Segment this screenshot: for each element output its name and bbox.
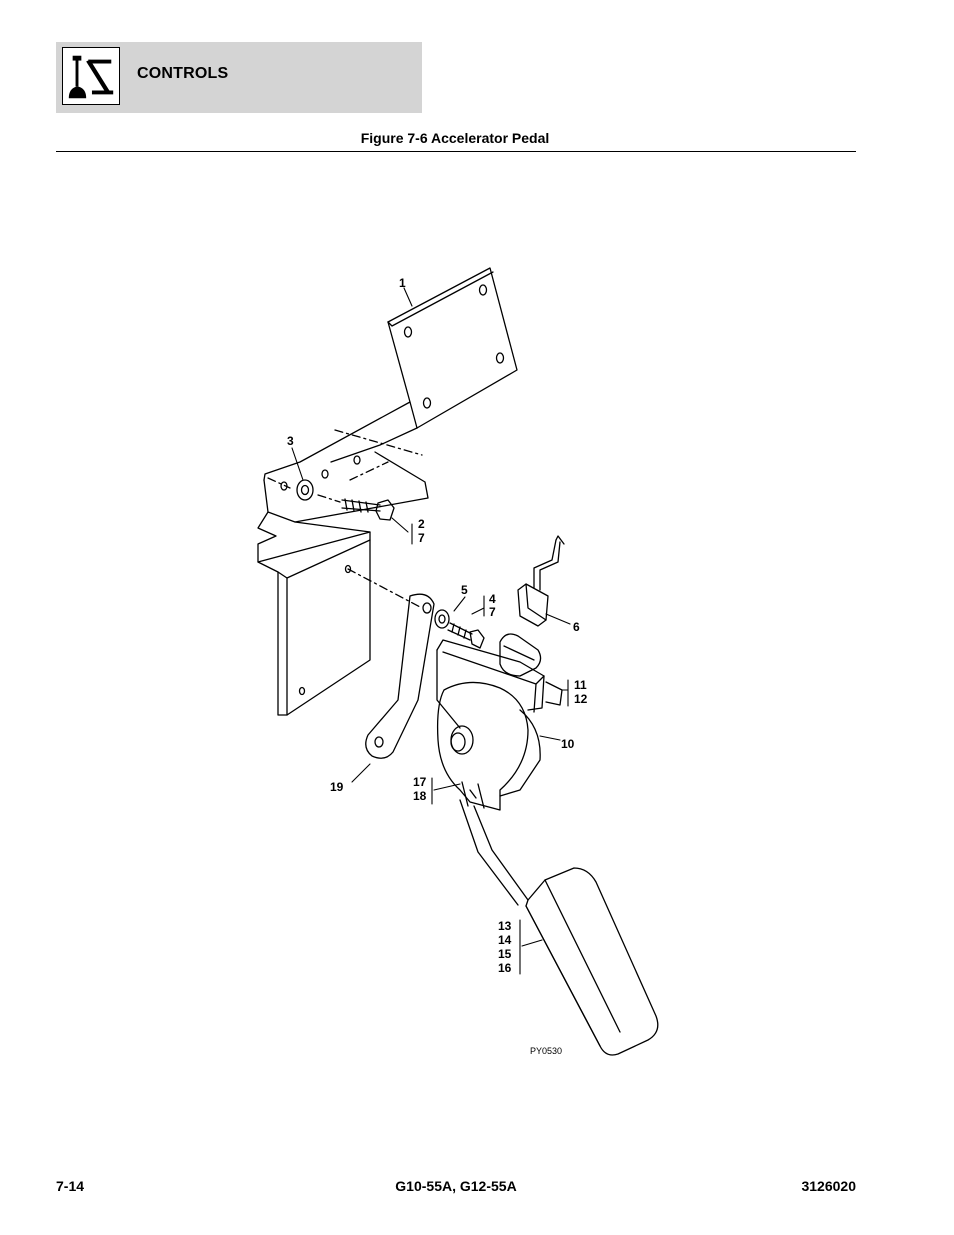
callout-19: 19 — [330, 780, 344, 794]
callout-10: 10 — [561, 737, 575, 751]
joystick-control-icon — [62, 47, 120, 105]
callout-leader-lines — [291, 287, 571, 975]
sensor-housing-part — [436, 633, 563, 811]
washer-and-bolt-part — [267, 477, 395, 521]
harness-connector-part — [517, 535, 565, 627]
callout-1: 1 — [399, 276, 406, 290]
section-title: CONTROLS — [137, 65, 229, 82]
pedal-arm-part — [365, 593, 435, 759]
washer-and-bolt-part — [434, 609, 485, 649]
page-number: 7-14 — [56, 1178, 85, 1194]
callout-15: 15 — [498, 947, 512, 961]
callout-4: 4 — [489, 592, 496, 606]
accelerator-pedal-part — [459, 799, 659, 1056]
document-number: 3126020 — [801, 1178, 856, 1194]
callout-7: 7 — [489, 605, 496, 619]
centerline-path — [334, 429, 423, 481]
model-names: G10-55A, G12-55A — [395, 1178, 517, 1194]
figure-title: Figure 7-6 Accelerator Pedal — [360, 130, 550, 146]
callout-14: 14 — [498, 933, 512, 947]
callout-6: 6 — [573, 620, 580, 634]
callout-17: 17 — [413, 775, 427, 789]
callout-2: 2 — [418, 517, 425, 531]
callout-3: 3 — [287, 434, 294, 448]
figure-code: PY0530 — [530, 1046, 563, 1056]
header-rule — [56, 151, 856, 152]
centerline-path — [347, 568, 423, 609]
callout-7: 7 — [418, 531, 425, 545]
callout-13: 13 — [498, 919, 512, 933]
callout-18: 18 — [413, 789, 427, 803]
callout-12: 12 — [574, 692, 588, 706]
callout-16: 16 — [498, 961, 512, 975]
callout-5: 5 — [461, 583, 468, 597]
callout-11: 11 — [574, 678, 587, 692]
